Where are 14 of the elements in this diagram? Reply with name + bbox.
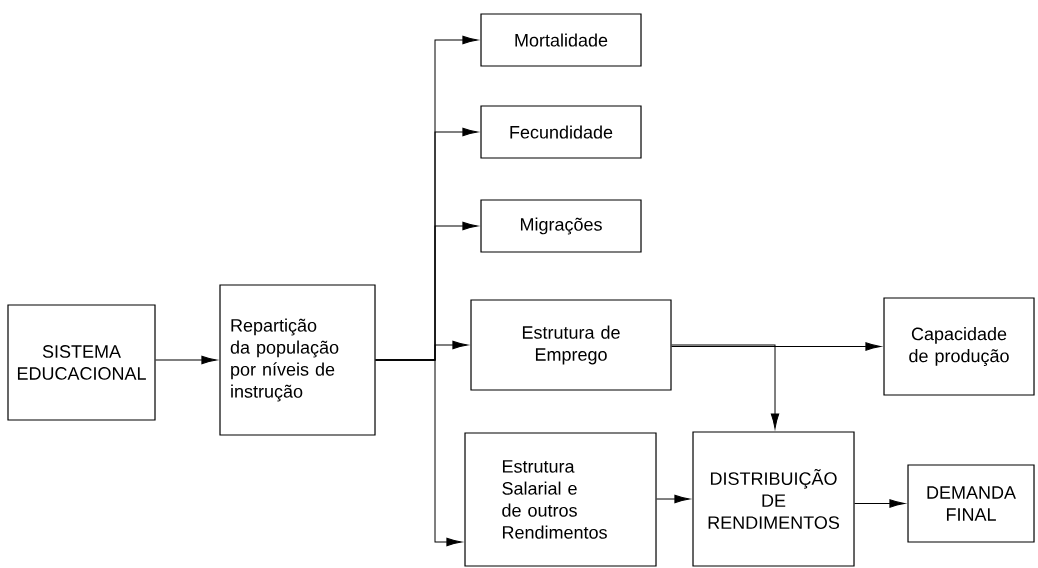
arrow: [671, 344, 780, 429]
arrow: [155, 355, 217, 365]
process-box: DEMANDA FINAL: [907, 464, 1035, 543]
process-box: Estrutura de Emprego: [470, 299, 672, 391]
process-box: Repartição da população por níveis de instrução: [219, 284, 376, 436]
arrow: [656, 494, 690, 504]
process-box: Migrações: [480, 199, 642, 253]
arrow: [375, 359, 462, 547]
process-box: SISTEMA EDUCACIONAL: [7, 304, 156, 421]
process-box: Capacidade de produção: [883, 297, 1035, 396]
process-box: DISTRIBUIÇÃO DE RENDIMENTOS: [692, 431, 855, 567]
process-box: Mortalidade: [480, 13, 642, 67]
process-box: Fecundidade: [480, 105, 642, 159]
process-box: Estrutura Salarial e de outros Rendimentos: [464, 432, 657, 567]
